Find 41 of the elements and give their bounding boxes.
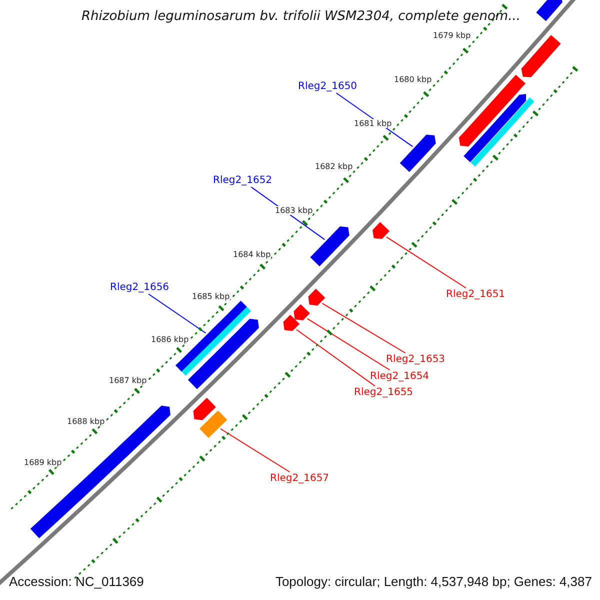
gene-bar: [199, 410, 228, 438]
gene-label: Rleg2_1656: [110, 282, 170, 293]
scale-label: 1680 kbp: [394, 75, 432, 84]
gene-bar: [294, 304, 310, 320]
gene-label: Rleg2_1655: [354, 387, 414, 398]
gene-bar: [372, 222, 390, 239]
scale-label: 1689 kbp: [24, 458, 62, 467]
gene-bar: [464, 94, 534, 167]
gene-bar: [308, 288, 326, 306]
gene-bar: [310, 226, 350, 266]
gene-label: Rleg2_1650: [298, 81, 358, 92]
gene-bar: [176, 300, 252, 376]
gene-bar: [188, 318, 259, 390]
leader-line: [322, 302, 406, 354]
scale-label: 1679 kbp: [433, 31, 471, 40]
map-title: Rhizobium leguminosarum bv. trifolii WSM2304, complete genom...: [80, 9, 522, 24]
leader-line: [386, 236, 466, 288]
leader-line: [296, 329, 376, 386]
scale-label: 1685 kbp: [192, 292, 230, 301]
scale-label: 1687 kbp: [109, 376, 147, 385]
leader-line: [306, 318, 390, 370]
gene-label: Rleg2_1651: [446, 289, 506, 300]
gene-bar: [458, 74, 526, 146]
scale-label: 1686 kbp: [151, 335, 189, 344]
gene-label: Rleg2_1657: [270, 473, 330, 484]
scale-label: 1688 kbp: [67, 417, 105, 426]
gene-bar: [283, 314, 300, 331]
scale-label: 1683 kbp: [275, 206, 313, 215]
gene-label: Rleg2_1653: [386, 354, 446, 365]
scale-label: 1681 kbp: [354, 119, 392, 128]
gene-label: Rleg2_1654: [370, 371, 430, 382]
genome-stats-text: Topology: circular; Length: 4,537,948 bp; Genes: 4,387: [275, 574, 592, 589]
accession-text: Accession: NC_011369: [9, 574, 144, 589]
gene-bar: [521, 34, 561, 78]
scale-label: 1682 kbp: [315, 162, 353, 171]
leader-line: [220, 428, 290, 472]
gene-bar: [536, 0, 562, 22]
gene-label: Rleg2_1652: [213, 175, 272, 186]
gene-bar: [193, 398, 216, 420]
gene-bar: [400, 134, 436, 172]
scale-label: 1684 kbp: [233, 250, 271, 259]
